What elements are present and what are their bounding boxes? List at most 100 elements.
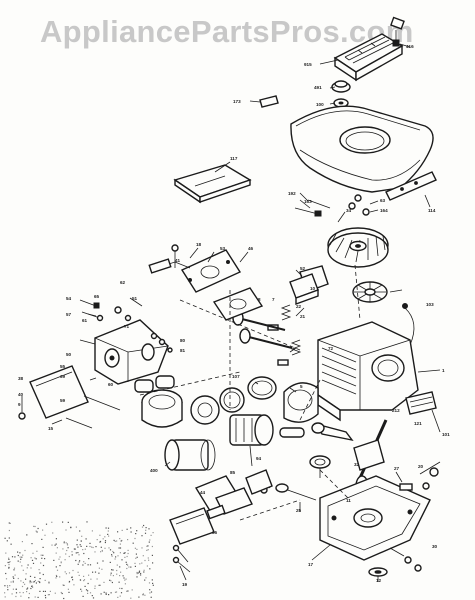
dipstick-tube	[399, 461, 441, 491]
noise-speck	[147, 549, 149, 551]
noise-speck	[26, 534, 28, 536]
noise-speck	[107, 530, 109, 532]
noise-speck	[19, 591, 21, 594]
noise-speck	[75, 559, 77, 562]
noise-speck	[39, 581, 41, 584]
noise-speck	[102, 538, 104, 540]
noise-speck	[15, 588, 17, 590]
callout-60: 60	[108, 382, 114, 387]
noise-speck	[67, 521, 69, 523]
callout-173: 173	[233, 99, 241, 104]
noise-speck	[5, 552, 7, 554]
pin-left	[18, 396, 26, 420]
noise-speck	[152, 584, 154, 586]
noise-speck	[119, 538, 121, 540]
noise-speck	[42, 529, 44, 531]
noise-speck	[121, 529, 123, 531]
noise-speck	[118, 581, 120, 583]
noise-speck	[107, 533, 109, 535]
noise-speck	[79, 579, 82, 581]
noise-speck	[44, 558, 46, 560]
noise-speck	[48, 581, 50, 583]
noise-speck	[8, 522, 10, 524]
noise-speck	[39, 572, 41, 574]
filter-element	[229, 414, 274, 446]
noise-speck	[111, 581, 113, 584]
filter-cup	[190, 395, 220, 425]
callout-12: 12	[376, 578, 382, 583]
noise-speck	[80, 540, 82, 542]
noise-speck	[145, 527, 147, 529]
callout-121: 121	[414, 421, 422, 426]
noise-speck	[52, 532, 54, 534]
noise-speck	[142, 593, 144, 595]
noise-speck	[56, 575, 58, 577]
noise-speck	[31, 585, 33, 587]
noise-speck	[66, 544, 69, 546]
noise-speck	[96, 578, 98, 580]
noise-speck	[27, 564, 29, 566]
noise-speck	[5, 572, 7, 575]
noise-speck	[141, 562, 143, 564]
noise-speck	[94, 571, 97, 573]
callout-44: 44	[200, 490, 206, 495]
noise-speck	[96, 539, 98, 541]
noise-speck	[13, 567, 16, 569]
noise-speck	[143, 569, 145, 571]
callout-30: 30	[432, 544, 438, 549]
noise-speck	[81, 535, 83, 537]
scan-noise-artifact	[4, 521, 154, 600]
noise-speck	[67, 547, 69, 549]
noise-speck	[22, 569, 24, 571]
callout-212: 212	[392, 408, 400, 413]
noise-speck	[116, 540, 118, 542]
noise-speck	[102, 560, 104, 562]
callout-39: 39	[60, 374, 66, 379]
noise-speck	[24, 583, 26, 585]
valve-springs	[267, 304, 302, 366]
noise-speck	[34, 596, 36, 598]
noise-speck	[141, 547, 143, 549]
noise-speck	[117, 531, 119, 533]
noise-speck	[136, 548, 138, 550]
callout-15: 15	[48, 426, 54, 431]
noise-speck	[26, 567, 28, 569]
noise-speck	[111, 555, 113, 557]
callout-labels: 416 915 491 100 173 117 192 163 63 34 16…	[18, 44, 450, 587]
starter-cup	[352, 281, 388, 303]
noise-speck	[105, 592, 107, 594]
noise-speck	[139, 573, 142, 576]
noise-speck	[94, 551, 96, 553]
noise-speck	[75, 552, 77, 554]
noise-speck	[68, 591, 70, 593]
noise-speck	[108, 535, 110, 537]
noise-speck	[103, 581, 105, 583]
noise-speck	[144, 532, 147, 534]
noise-speck	[143, 524, 145, 527]
noise-speck	[84, 562, 86, 564]
callout-7: 7	[272, 297, 275, 302]
noise-speck	[94, 585, 96, 587]
noise-speck	[30, 567, 32, 569]
noise-speck	[51, 544, 53, 546]
noise-speck	[8, 566, 10, 568]
noise-speck	[152, 582, 154, 584]
noise-speck	[64, 559, 66, 561]
noise-speck	[75, 526, 77, 528]
noise-speck	[34, 576, 36, 578]
noise-speck	[136, 571, 138, 574]
noise-speck	[87, 582, 89, 585]
noise-speck	[56, 547, 58, 549]
noise-speck	[125, 578, 127, 580]
noise-speck	[17, 551, 19, 553]
noise-speck	[88, 574, 90, 576]
noise-speck	[112, 575, 114, 577]
noise-speck	[86, 521, 88, 523]
noise-speck	[136, 530, 138, 532]
noise-speck	[85, 538, 87, 540]
noise-speck	[152, 562, 154, 564]
noise-speck	[108, 547, 110, 549]
noise-speck	[35, 558, 37, 560]
callout-22: 22	[296, 304, 302, 309]
